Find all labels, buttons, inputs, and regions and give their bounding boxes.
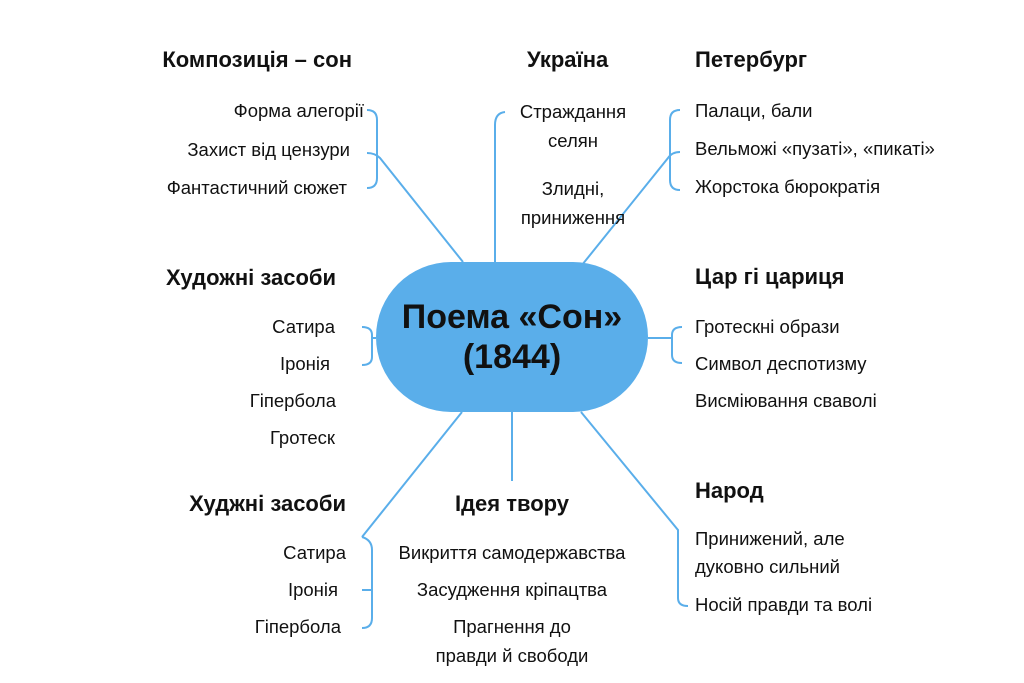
art-means2-item: Сатира — [283, 542, 346, 563]
art-means2-link — [361, 411, 463, 538]
ukraine-title: Україна — [527, 47, 609, 72]
people-item: Носій правди та волі — [695, 594, 873, 615]
petersburg-bracket — [669, 109, 681, 191]
people-item: Принижений, але — [695, 528, 845, 549]
art-means2-title: Худжні засоби — [189, 491, 346, 516]
people-item: дуковно сильний — [695, 556, 841, 577]
ukraine-item: Злидні, — [541, 178, 605, 199]
tsar-item: Висміювання сваволі — [695, 390, 877, 411]
art-means-item: Іронія — [279, 353, 330, 374]
art-means-item: Гротеск — [269, 427, 335, 448]
art-means-bracket — [361, 326, 373, 366]
petersburg-link — [581, 151, 681, 266]
ukraine-item: селян — [548, 130, 598, 151]
composition-item: Захист від цензури — [187, 139, 350, 160]
petersburg-item: Вельможі «пузаті», «пикаті» — [695, 138, 935, 159]
art-means2-item: Гіпербола — [254, 616, 341, 637]
petersburg-item: Палаци, бали — [695, 100, 813, 121]
idea-item: Прагнення до — [453, 616, 571, 637]
art-means-item: Сатира — [272, 316, 335, 337]
people-link — [580, 411, 689, 607]
tsar-item: Гротескні образи — [695, 316, 840, 337]
art-means-title: Художні засоби — [166, 265, 336, 290]
idea-item: правди й свободи — [435, 645, 589, 666]
composition-link — [366, 152, 464, 263]
art-means-item: Гіпербола — [249, 390, 336, 411]
tsar-item: Символ деспотизму — [695, 353, 867, 374]
people-title: Народ — [695, 478, 764, 503]
petersburg-item: Жорстока бюрократія — [695, 176, 881, 197]
tsar-title: Цар гі цариця — [695, 264, 845, 289]
central-title: Поема «Сон» — [401, 298, 623, 336]
composition-title: Композиція – сон — [162, 47, 352, 72]
idea-item: Засудження кріпацтва — [416, 579, 608, 600]
art-means2-bracket — [361, 536, 373, 629]
ukraine-link — [494, 111, 506, 262]
composition-item: Фантастичний сюжет — [166, 177, 347, 198]
petersburg-title: Петербург — [695, 47, 808, 72]
art-means2-item: Іронія — [287, 579, 338, 600]
idea-item: Викриття самодержавства — [398, 542, 626, 563]
central-topic[interactable]: Поема «Сон» (1844) — [376, 262, 648, 412]
idea-title: Ідея твору — [454, 491, 570, 516]
ukraine-item: Страждання — [519, 101, 627, 122]
composition-bracket — [366, 109, 378, 189]
tsar-bracket — [671, 326, 683, 364]
central-year: (1844) — [462, 338, 562, 376]
composition-item: Форма алегорії — [233, 100, 364, 121]
ukraine-item: приниження — [520, 207, 626, 228]
